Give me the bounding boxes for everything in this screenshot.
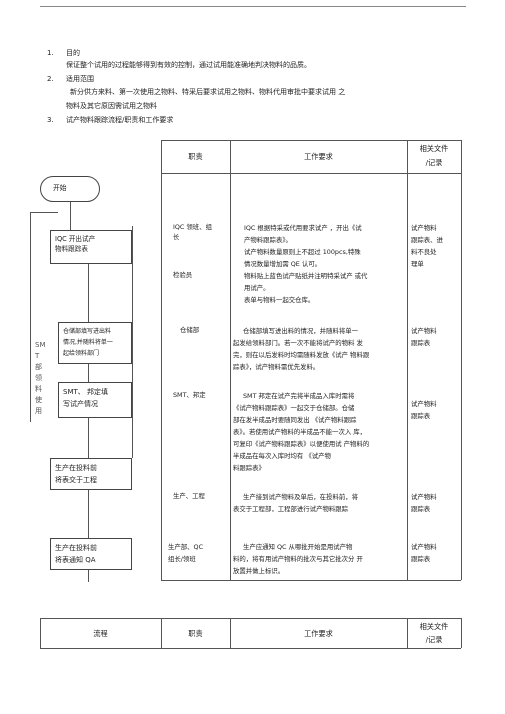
row-5-docs: 试产物料 跟踪表 (411, 543, 437, 563)
flow-side-label: SMT 部领料使用 (35, 341, 46, 415)
flow-box-smt: SMT、 邦定填 写试产情况 (58, 382, 132, 418)
flow-box-iqc: IQC 开出试产 物料跟踪表 (50, 230, 132, 264)
flow-box-warehouse-line2: 情况,并随料将单一 (63, 339, 113, 346)
row-4-docs: 试产物料 跟踪表 (411, 493, 437, 513)
row-3-duty: SMT、邦定 (173, 391, 206, 399)
section-2-body-line1: 新分供方来料、第一次使用之物料、特采后要求试用之物料、物料代用审批中要求试用 之 (70, 88, 346, 96)
row-4-duty: 生产、工程 (173, 492, 205, 500)
flow-box-production-engineering-line2: 将表交于工程 (55, 476, 97, 484)
header-work: 工作要求 (304, 152, 333, 161)
row-3-docs: 试产物料 跟踪表 (411, 400, 437, 420)
header-docs-line2: /记录 (425, 158, 443, 167)
section-1-title: 目的 (66, 49, 80, 57)
row-1-docs: 试产物料 跟踪表、进 料不良处 理单 (411, 224, 443, 268)
row-1-duty: IQC 领班、组 长 (173, 223, 212, 241)
footer-header-docs-line1: 相关文件 (419, 622, 449, 631)
row-2-duty: 仓储部 (180, 326, 200, 334)
section-2-number: 2. (47, 75, 54, 83)
section-1-number: 1. (47, 49, 54, 57)
flow-box-iqc-line2: 物料跟踪表 (55, 245, 88, 253)
flow-box-warehouse: 仓储部填写进出料 情况,并随料将单一 起给领料部门 (58, 322, 132, 364)
flow-box-smt-line2: 写试产情况 (63, 400, 98, 408)
flow-box-production-engineering-line1: 生产在投料前 (55, 464, 97, 472)
flow-box-production-engineering: 生产在投料前 将表交于工程 (50, 458, 132, 490)
section-3-number: 3. (47, 116, 54, 124)
footer-header-docs-line2: /记录 (425, 635, 443, 644)
top-rule (40, 6, 466, 7)
flow-box-production-qa-line1: 生产在投料前 (55, 544, 97, 552)
flow-box-smt-line1: SMT、 邦定填 (63, 388, 108, 396)
footer-header-flow: 流程 (93, 629, 108, 638)
row-2-work: 仓储部填写进出料的情况，并随料将单一 起发给领料部门。若一次不能将试产的物料 发… (233, 327, 370, 371)
section-2-body-line2: 物料及其它原因需试用之物料 (66, 102, 157, 110)
row-4-work: 生产接到试产物料及单后，在投料前，将 表交于工程部，工程部进行试产物料跟踪 (233, 493, 359, 513)
row-2-docs: 试产物料 跟踪表 (411, 327, 437, 347)
flow-start-label: 开始 (53, 184, 67, 192)
flow-start: 开始 (40, 176, 100, 202)
section-1-body: 保证整个试用的过程能够得到有效的控制，通过试用能准确地判决物料的品质。 (66, 61, 311, 69)
section-3-title: 试产物料跟踪流程/职责和工作要求 (66, 116, 174, 124)
flow-box-production-qa: 生产在投料前 将表通知 QA (50, 538, 132, 570)
row-5-work: 生产应通知 QC 从哪批开始是用试产物 料的，将有用试产物料的批次与其它批次分 … (233, 543, 363, 575)
section-2-title: 适用范围 (66, 75, 94, 83)
row-1-work: IQC 根据特采或代用要求试产 ，开出《试 产物料跟踪表》。 试产物料数量原则上… (244, 224, 368, 304)
row-5-duty: 生产部、QC 组长/领班 (168, 543, 204, 563)
footer-header-duty: 职责 (188, 629, 203, 638)
header-duty: 职责 (188, 152, 203, 161)
flow-box-production-qa-line2: 将表通知 QA (55, 556, 96, 564)
header-docs-line1: 相关文件 (419, 144, 449, 153)
footer-header-work: 工作要求 (304, 629, 333, 638)
row-3-work: SMT 邦定在试产完将半成品入库时需将 《试产物料跟踪表》一起交于仓储部。仓储 … (233, 392, 370, 472)
flow-box-iqc-line1: IQC 开出试产 (55, 235, 96, 243)
flow-box-warehouse-line3: 起给领料部门 (63, 350, 100, 357)
row-1-duty-inspector: 检验员 (173, 271, 193, 279)
flow-box-warehouse-line1: 仓储部填写进出料 (63, 328, 112, 335)
